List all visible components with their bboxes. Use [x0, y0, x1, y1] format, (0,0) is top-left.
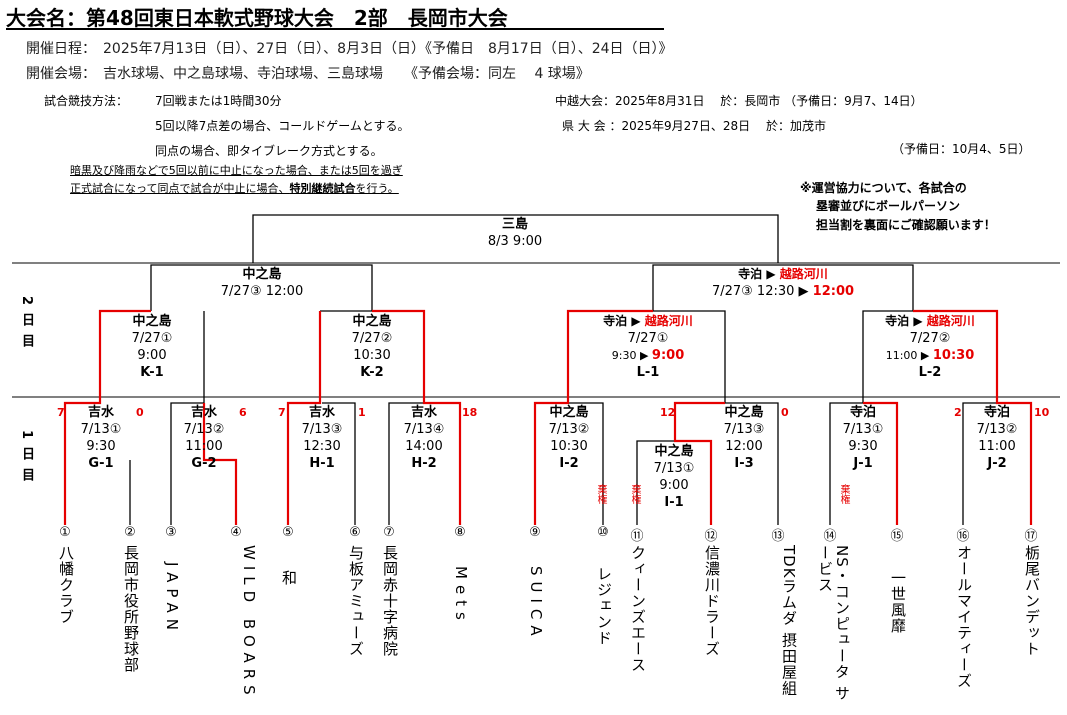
- team-name: 与板アミューズ: [347, 545, 365, 657]
- score-i3-left: 12: [660, 406, 676, 419]
- team-number: ⑪: [630, 529, 644, 544]
- rules-line1: 7回戦または1時間30分: [155, 94, 282, 108]
- forfeit-i1: 棄権: [629, 484, 640, 504]
- score-h1-left: 7: [278, 406, 286, 419]
- match-k1: 中之島 7/27① 9:00 K-1: [131, 314, 173, 380]
- rules-note1: 暗黒及び降雨などで5回以前に中止になった場合、または5回を過ぎ: [70, 164, 403, 177]
- semi-left-match: 中之島 7/27③ 12:00: [220, 267, 304, 299]
- team-name: JAPAN: [163, 562, 181, 636]
- team-name: クィーンズエース: [629, 545, 647, 673]
- title-underline: [6, 28, 664, 30]
- team-number: ⑦: [383, 525, 395, 540]
- team-number: ⑫: [704, 529, 718, 544]
- team-name: 八幡クラブ: [57, 545, 75, 625]
- notice-line1: ※運営協力について、各試合の: [800, 181, 967, 195]
- team-name: レジェンド: [595, 566, 613, 646]
- ken-reserve: （予備日：10月4、5日）: [892, 142, 1031, 156]
- rules-note2: 正式試合になって同点で試合が中止に場合、特別継続試合を行う。: [70, 182, 399, 195]
- notice-line2: 塁審並びにボールパーソン: [816, 199, 961, 213]
- team-number: ⑤: [282, 525, 294, 540]
- team-number: ④: [230, 525, 242, 540]
- venues: 開催会場： 吉水球場、中之島球場、寺泊球場、三島球場 《予備会場：同左 4 球場…: [26, 66, 590, 82]
- team-number: ⑰: [1024, 529, 1038, 544]
- team-name: 長岡市役所野球部: [122, 545, 140, 673]
- day1-label: 1日目: [19, 430, 34, 490]
- final-match: 三島 8/3 9:00: [487, 217, 543, 249]
- rules-line3: 同点の場合、即タイブレーク方式とする。: [155, 144, 383, 158]
- score-g1-left: 7: [57, 406, 65, 419]
- team-name: オールマイティーズ: [955, 545, 973, 689]
- team-number: ⑯: [956, 529, 970, 544]
- score-i3-right: 0: [781, 406, 789, 419]
- team-name: 一世風靡: [889, 570, 907, 634]
- team-name: Mets: [452, 566, 470, 626]
- match-l1: 寺泊 ▶ 越路河川 7/27① 9:30 ▶ 9:00 L-1: [603, 314, 693, 380]
- score-h1-right: 1: [358, 406, 366, 419]
- team-number: ⑨: [529, 525, 541, 540]
- team-name: 信濃川ドラーズ: [703, 545, 721, 657]
- team-number: ⑬: [771, 529, 785, 544]
- score-h2-right: 18: [462, 406, 478, 419]
- page-title: 大会名：第48回東日本軟式野球大会 2部 長岡市大会: [6, 6, 508, 30]
- score-g1-right: 0: [136, 406, 144, 419]
- score-j2-right: 10: [1034, 406, 1050, 419]
- team-number: ⑩: [597, 525, 609, 540]
- team-number: ⑥: [349, 525, 361, 540]
- schedule-dates: 開催日程： 2025年7月13日（日）、27日（日）、8月3日（日）《予備日 8…: [26, 41, 673, 57]
- team-name: NS・コンピュータ サービス: [816, 545, 851, 702]
- semi-right-match: 寺泊 ▶ 越路河川 7/27③ 12:30 ▶ 12:00: [711, 267, 855, 299]
- team-number: ②: [124, 525, 136, 540]
- match-k2: 中之島 7/27② 10:30 K-2: [351, 314, 393, 380]
- notice-line3: 担当割を裏面にご確認願います！: [816, 218, 996, 232]
- team-number: ①: [59, 525, 71, 540]
- rules-line2: 5回以降7点差の場合、コールドゲームとする。: [155, 119, 410, 133]
- ken-info: 県 大 会 ：2025年9月27日、28日 於：加茂市: [562, 119, 826, 133]
- match-l2: 寺泊 ▶ 越路河川 7/27② 11:00 ▶ 10:30 L-2: [885, 314, 975, 380]
- team-number: ⑧: [454, 525, 466, 540]
- team-name: 栃尾バンデット: [1023, 545, 1041, 657]
- team-name: SUICA: [527, 566, 545, 642]
- team-name: 長岡赤十字病院: [381, 545, 399, 657]
- team-name: TDKラムダ 摂田屋組: [780, 545, 798, 697]
- forfeit-j1: 棄権: [838, 484, 849, 504]
- day2-label: 2日目: [19, 296, 34, 356]
- team-number: ⑮: [890, 529, 904, 544]
- chuetsu-info: 中越大会：2025年8月31日 於：長岡市 （予備日：9月7、14日）: [555, 94, 923, 108]
- forfeit-i2: 棄権: [595, 484, 606, 504]
- rules-label: 試合競技方法：: [44, 94, 129, 108]
- team-name: 和: [280, 570, 298, 586]
- score-j2-left: 2: [954, 406, 962, 419]
- team-number: ⑭: [823, 529, 837, 544]
- team-name: WILD BOARS: [240, 545, 258, 701]
- score-g2-right: 6: [239, 406, 247, 419]
- team-number: ③: [165, 525, 177, 540]
